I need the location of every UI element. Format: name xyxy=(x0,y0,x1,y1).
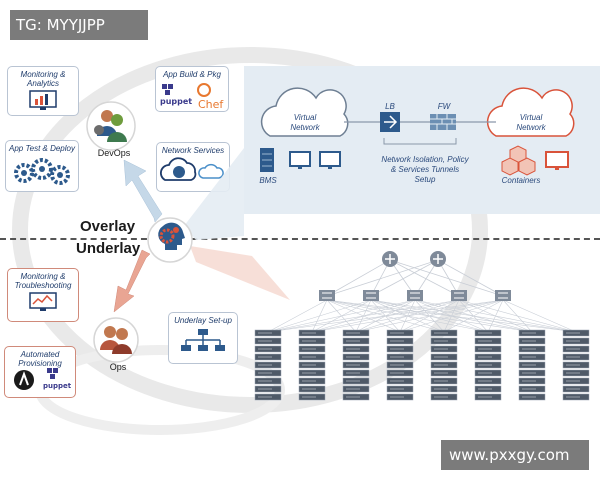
card-label: Underlay Set-up xyxy=(174,316,232,325)
arrow-to-underlay xyxy=(190,246,290,300)
network-isolation-label: Network Isolation, Policy & Services Tun… xyxy=(381,155,469,184)
monitor-chart-icon xyxy=(29,90,57,110)
card-app-test-deploy: App Test & Deploy xyxy=(5,140,79,192)
bms-label: BMS xyxy=(259,176,277,185)
fw-label: FW xyxy=(437,102,451,111)
switch-icon xyxy=(319,290,335,301)
card-label: Network Services xyxy=(161,146,225,155)
overlay-underlay-divider xyxy=(0,238,600,240)
puppet-logo: puppet xyxy=(43,368,72,390)
overlay-network xyxy=(260,87,575,176)
card-automated-provisioning: Automated Provisioning puppet xyxy=(4,346,76,398)
card-label: App Test & Deploy xyxy=(9,144,75,153)
card-label: App Build & Pkg xyxy=(163,70,221,79)
card-monitoring-analytics: Monitoring & Analytics xyxy=(7,66,79,116)
gears-icon xyxy=(14,158,70,185)
watermark-bottom: www.pxxgy.com xyxy=(441,440,589,470)
watermark-top: TG: MYYJJPP xyxy=(10,10,148,40)
switch-icon xyxy=(451,290,467,301)
arrow-to-overlay xyxy=(184,148,244,240)
virtual-network-cloud-right xyxy=(486,87,575,137)
arrow-to-ops xyxy=(113,249,151,313)
card-label: Monitoring & Analytics xyxy=(20,70,66,88)
virtual-network-right-label: Virtual Network xyxy=(516,113,546,132)
underlay-label: Underlay xyxy=(76,240,141,257)
card-label: Monitoring & Troubleshooting xyxy=(14,272,72,290)
puppet-logo-text: puppet xyxy=(160,97,192,106)
org-chart-icon xyxy=(181,329,225,351)
chef-logo: Chef xyxy=(197,83,224,111)
arrow-to-devops xyxy=(123,159,163,223)
devops-icon xyxy=(86,101,136,151)
ansible-logo xyxy=(14,370,34,390)
switch-icon xyxy=(363,290,379,301)
card-label: Automated Provisioning xyxy=(18,350,62,368)
monitor-icon xyxy=(29,292,57,311)
monitor-icon xyxy=(319,151,341,167)
ops-icon xyxy=(93,317,139,363)
card-underlay-setup: Underlay Set-up xyxy=(168,312,238,364)
lb-label: LB xyxy=(385,102,395,111)
monitor-icon xyxy=(545,151,569,168)
virtual-network-left-label: Virtual Network xyxy=(290,113,320,132)
overlay-label: Overlay xyxy=(80,218,136,235)
ops-label: Ops xyxy=(109,362,127,372)
card-network-services: Network Services xyxy=(156,142,230,192)
gear-head-icon xyxy=(147,217,193,263)
puppet-logo-text: puppet xyxy=(43,382,72,390)
card-app-build-pkg: App Build & Pkg puppet Chef xyxy=(155,66,229,112)
underlay-fabric xyxy=(254,251,590,401)
cloud-network-icon xyxy=(159,157,224,181)
monitor-icon xyxy=(289,151,311,167)
switch-icon xyxy=(407,290,423,301)
containers-label: Containers xyxy=(501,176,541,185)
container-icon xyxy=(501,157,519,176)
devops-label: DevOps xyxy=(97,148,131,158)
puppet-logo: puppet xyxy=(160,84,192,106)
container-icon xyxy=(518,157,536,176)
chef-logo-text: Chef xyxy=(198,98,224,111)
virtual-network-cloud-left xyxy=(260,87,349,137)
card-monitoring-troubleshooting: Monitoring & Troubleshooting xyxy=(7,268,79,322)
switch-icon xyxy=(495,290,511,301)
